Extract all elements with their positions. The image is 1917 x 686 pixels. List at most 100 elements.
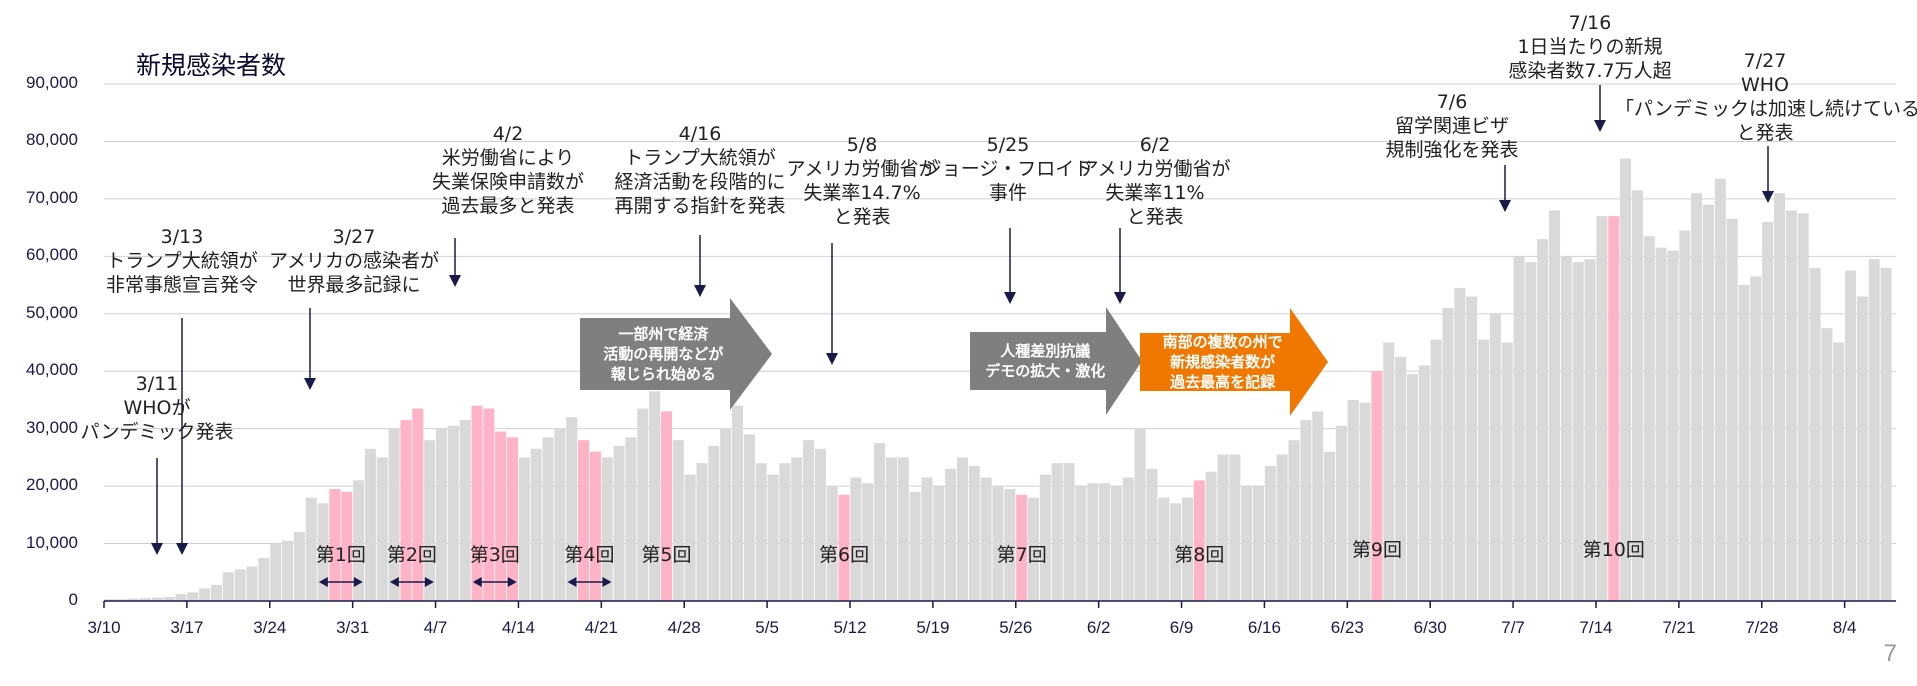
bar bbox=[862, 483, 874, 601]
annotation-line: 7/6 bbox=[1436, 91, 1468, 113]
x-tick-label: 5/26 bbox=[999, 618, 1033, 637]
bar bbox=[1584, 259, 1596, 601]
round-label: 第7回 bbox=[996, 544, 1047, 566]
bar bbox=[222, 572, 234, 601]
bar bbox=[1726, 218, 1738, 601]
round-label: 第6回 bbox=[819, 544, 870, 566]
bar bbox=[282, 540, 294, 601]
annotation-arrow-head bbox=[1114, 292, 1126, 304]
annotation-line: 過去最多と発表 bbox=[441, 195, 575, 217]
bar bbox=[1643, 236, 1655, 601]
bar bbox=[1880, 267, 1892, 601]
bar bbox=[601, 457, 613, 601]
annotation-arrow-head bbox=[304, 378, 316, 390]
bar bbox=[388, 428, 400, 601]
bar bbox=[1347, 399, 1359, 601]
bar bbox=[187, 592, 199, 601]
y-tick-label: 0 bbox=[68, 590, 78, 609]
annotation-line: 6/2 bbox=[1139, 134, 1171, 156]
x-tick-label: 3/10 bbox=[87, 618, 121, 637]
bar bbox=[625, 437, 637, 601]
bar bbox=[1028, 497, 1040, 601]
bar bbox=[767, 474, 779, 601]
annotation-line: トランプ大統領が bbox=[624, 147, 776, 169]
bar bbox=[1549, 210, 1561, 601]
bar-highlight bbox=[589, 451, 601, 601]
bar bbox=[1750, 276, 1762, 601]
bar bbox=[1679, 230, 1691, 601]
x-tick-label: 6/30 bbox=[1413, 618, 1447, 637]
annotation-line: パンデミック発表 bbox=[80, 421, 234, 443]
bar bbox=[1466, 296, 1478, 601]
bar bbox=[1809, 267, 1821, 601]
bar bbox=[116, 599, 128, 601]
x-tick-label: 6/23 bbox=[1330, 618, 1364, 637]
round-label: 第9回 bbox=[1351, 539, 1402, 561]
banner-line: 一部州で経済 bbox=[618, 325, 709, 343]
annotation-line: 3/27 bbox=[332, 226, 376, 248]
bar bbox=[672, 440, 684, 601]
bar bbox=[1276, 454, 1288, 601]
bar bbox=[755, 463, 767, 601]
round-range-arrow-right bbox=[424, 577, 434, 587]
bar-highlight bbox=[329, 488, 341, 601]
bar bbox=[945, 468, 957, 601]
bar bbox=[258, 557, 270, 601]
annotation-line: WHOが bbox=[123, 397, 191, 419]
bar bbox=[1312, 411, 1324, 601]
x-tick-label: 6/16 bbox=[1247, 618, 1281, 637]
bar-highlight bbox=[660, 411, 672, 601]
bar bbox=[1324, 451, 1336, 601]
bar bbox=[1264, 466, 1276, 601]
page-number: 7 bbox=[1883, 640, 1897, 667]
bar bbox=[542, 437, 554, 601]
bar bbox=[1702, 204, 1714, 601]
x-tick-label: 8/4 bbox=[1832, 618, 1857, 637]
round-range-arrow-left bbox=[318, 577, 328, 587]
bar bbox=[1442, 308, 1454, 601]
round-label: 第8回 bbox=[1174, 544, 1225, 566]
bar bbox=[968, 466, 980, 601]
bar bbox=[1513, 256, 1525, 601]
x-tick-label: 7/14 bbox=[1579, 618, 1613, 637]
annotation-arrow-head bbox=[1594, 120, 1606, 132]
y-tick-label: 80,000 bbox=[26, 130, 78, 150]
bar bbox=[1856, 296, 1868, 601]
bar-highlight bbox=[578, 440, 590, 601]
bar-highlight bbox=[506, 437, 519, 601]
annotation-line: 7/16 bbox=[1568, 12, 1612, 34]
annotation-line: と発表 bbox=[833, 206, 891, 228]
bar bbox=[1797, 213, 1809, 601]
annotation-arrow-head bbox=[176, 543, 188, 555]
bar bbox=[1181, 497, 1193, 601]
banner-line: 過去最高を記録 bbox=[1170, 373, 1276, 391]
bar bbox=[1454, 287, 1466, 601]
bar bbox=[1395, 356, 1407, 601]
bar bbox=[1241, 486, 1253, 601]
bar bbox=[1122, 477, 1134, 601]
annotation-line: 再開する指針を発表 bbox=[614, 195, 786, 217]
bar bbox=[1087, 483, 1099, 601]
round-range-arrow-right bbox=[602, 577, 612, 587]
bar bbox=[1300, 420, 1312, 601]
bar bbox=[874, 443, 886, 601]
bar bbox=[1785, 210, 1797, 601]
bar bbox=[696, 463, 708, 601]
bar bbox=[921, 477, 933, 601]
banner-line: デモの拡大・激化 bbox=[985, 362, 1106, 380]
bar bbox=[1146, 468, 1158, 601]
bar bbox=[980, 477, 992, 601]
y-tick-label: 30,000 bbox=[26, 417, 78, 437]
bar bbox=[1288, 440, 1300, 601]
annotation-arrow-head bbox=[449, 275, 461, 287]
x-tick-label: 3/17 bbox=[170, 618, 204, 637]
bar-highlight bbox=[495, 431, 507, 601]
annotation-line: 規制強化を発表 bbox=[1385, 139, 1519, 161]
bar bbox=[1205, 471, 1217, 601]
axes bbox=[103, 600, 1896, 608]
bar bbox=[246, 566, 258, 601]
bar bbox=[720, 428, 732, 601]
